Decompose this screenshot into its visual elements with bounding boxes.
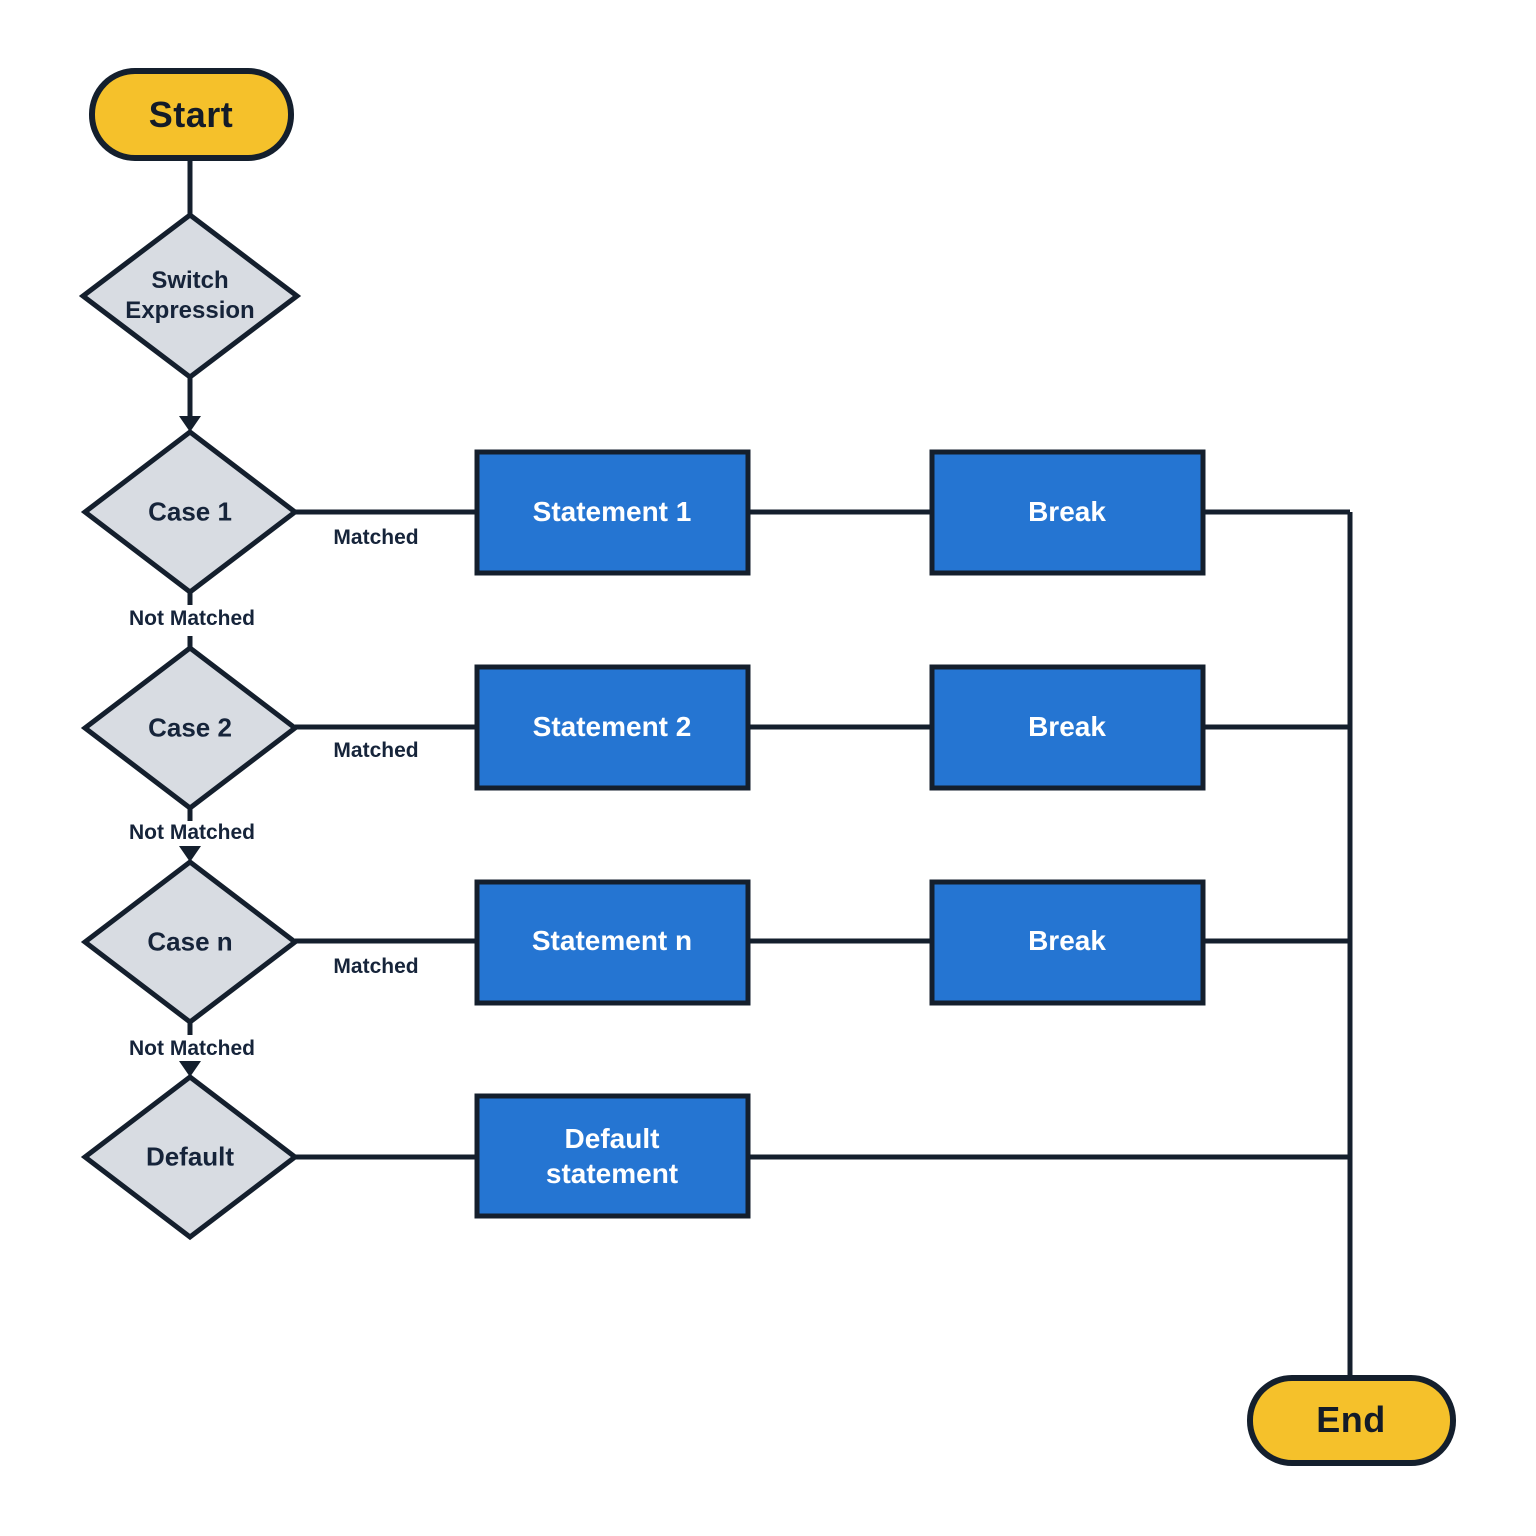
start-node: [89, 68, 294, 161]
end-node: [1247, 1375, 1456, 1466]
switch-expression-label-line1: Switch: [151, 267, 229, 294]
arrowhead-case2-to-casen: [179, 846, 201, 862]
not-matched1-edge-label: Not Matched: [124, 607, 260, 631]
switch-expression-label: Switch Expression: [125, 266, 254, 326]
breakn-box: [929, 879, 1206, 1006]
statement2-box: [474, 664, 751, 791]
switch-expression-label-line2: Expression: [125, 297, 255, 324]
not-matchedn-edge-label: Not Matched: [124, 1037, 260, 1061]
end-label: End: [1316, 1399, 1386, 1440]
casen-label: Case n: [147, 926, 233, 957]
arrowhead-switch-to-case1: [179, 416, 201, 432]
not-matched2-edge-label: Not Matched: [124, 821, 260, 845]
casen-diamond: [80, 858, 300, 1026]
default-diamond: [80, 1073, 300, 1241]
statementn-box: [474, 879, 751, 1006]
breakn-label: Break: [1028, 925, 1106, 956]
break2-label: Break: [1028, 711, 1106, 742]
matched2-edge-label: Matched: [333, 739, 419, 762]
arrowhead-casen-to-default: [179, 1061, 201, 1077]
switch-expression-diamond: [78, 211, 302, 381]
break1-box: [929, 449, 1206, 576]
default-label: Default: [145, 1141, 235, 1172]
case1-diamond: [80, 428, 300, 596]
statement1-box: [474, 449, 751, 576]
case2-diamond: [80, 644, 300, 812]
start-label: Start: [148, 94, 234, 135]
default-statement-label: Default statement: [546, 1121, 678, 1191]
matched1-edge-label: Matched: [333, 526, 419, 549]
default-statement-label-line1: Default: [564, 1123, 660, 1154]
break2-box: [929, 664, 1206, 791]
default-statement-box: [474, 1093, 751, 1219]
statement1-label: Statement 1: [532, 496, 692, 527]
case2-label: Case 2: [148, 712, 232, 743]
default-statement-label-line2: statement: [545, 1158, 679, 1189]
statementn-label: Statement n: [531, 925, 693, 956]
statement2-label: Statement 2: [532, 711, 692, 742]
break1-label: Break: [1028, 496, 1106, 527]
matchedn-edge-label: Matched: [333, 955, 419, 978]
case1-label: Case 1: [148, 496, 232, 527]
